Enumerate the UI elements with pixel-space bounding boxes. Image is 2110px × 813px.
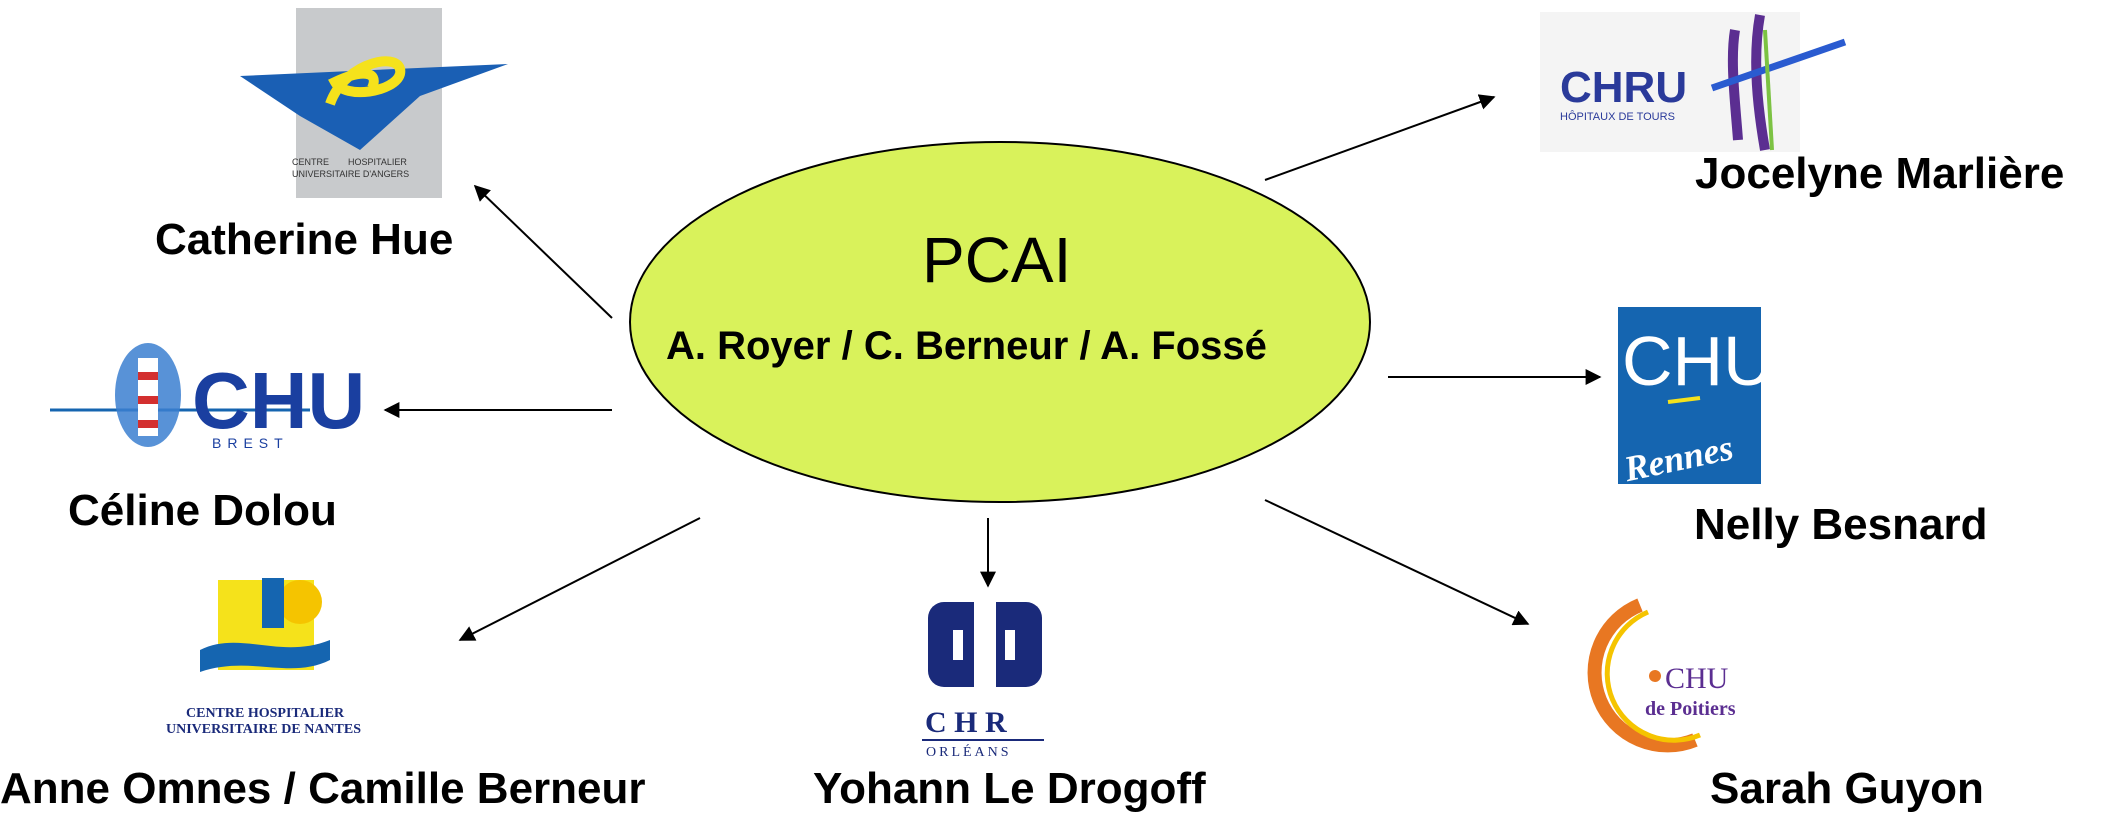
svg-text:ORLÉANS: ORLÉANS [926, 743, 1012, 760]
arrow-to-angers [473, 184, 613, 319]
svg-text:HÔPITAUX DE TOURS: HÔPITAUX DE TOURS [1560, 110, 1675, 123]
svg-text:CHU: CHU [1622, 322, 1774, 400]
svg-text:UNIVERSITAIRE DE NANTES: UNIVERSITAIRE DE NANTES [166, 722, 361, 737]
arrow-to-nantes [458, 517, 701, 641]
person-name-anne-omnes-camille-berneur: Anne Omnes / Camille Berneur [0, 764, 646, 813]
center-subtitle: A. Royer / C. Berneur / A. Fossé [666, 324, 1267, 368]
arrows [383, 94, 1602, 641]
svg-text:CHU: CHU [1665, 662, 1729, 695]
svg-text:CHU: CHU [192, 356, 365, 445]
center-title: PCAI [922, 224, 1072, 296]
person-name-catherine-hue: Catherine Hue [155, 215, 454, 264]
svg-text:CHRU: CHRU [1560, 63, 1687, 112]
brest-logo: CHU BREST [50, 343, 365, 451]
svg-text:BREST: BREST [212, 435, 289, 451]
svg-text:de Poitiers: de Poitiers [1645, 698, 1736, 720]
svg-text:UNIVERSITAIRE D'ANGERS: UNIVERSITAIRE D'ANGERS [292, 169, 409, 179]
person-name-yohann-le-drogoff: Yohann Le Drogoff [813, 764, 1206, 813]
person-name-jocelyne-marliere: Jocelyne Marlière [1695, 149, 2065, 198]
arrow-to-poitiers [1264, 499, 1530, 626]
rennes-logo: CHU Rennes [1618, 307, 1774, 489]
svg-text:CENTRE HOSPITALIER: CENTRE HOSPITALIER [186, 706, 345, 721]
svg-text:HOSPITALIER: HOSPITALIER [348, 157, 407, 167]
person-name-celine-dolou: Céline Dolou [68, 486, 337, 535]
center-node [629, 141, 1371, 503]
svg-text:C H R: C H R [925, 706, 1007, 739]
tours-logo: CHRU HÔPITAUX DE TOURS [1540, 12, 1847, 152]
orleans-logo: C H R ORLÉANS [922, 602, 1044, 760]
angers-logo: CENTRE HOSPITALIER UNIVERSITAIRE D'ANGER… [240, 8, 508, 198]
nantes-logo: CENTRE HOSPITALIER UNIVERSITAIRE DE NANT… [166, 578, 361, 737]
person-name-nelly-besnard: Nelly Besnard [1694, 500, 1988, 549]
svg-text:CENTRE: CENTRE [292, 157, 329, 167]
poitiers-logo: CHU de Poitiers [1587, 598, 1736, 753]
arrow-to-tours [1264, 94, 1496, 181]
person-name-sarah-guyon: Sarah Guyon [1710, 764, 1984, 813]
